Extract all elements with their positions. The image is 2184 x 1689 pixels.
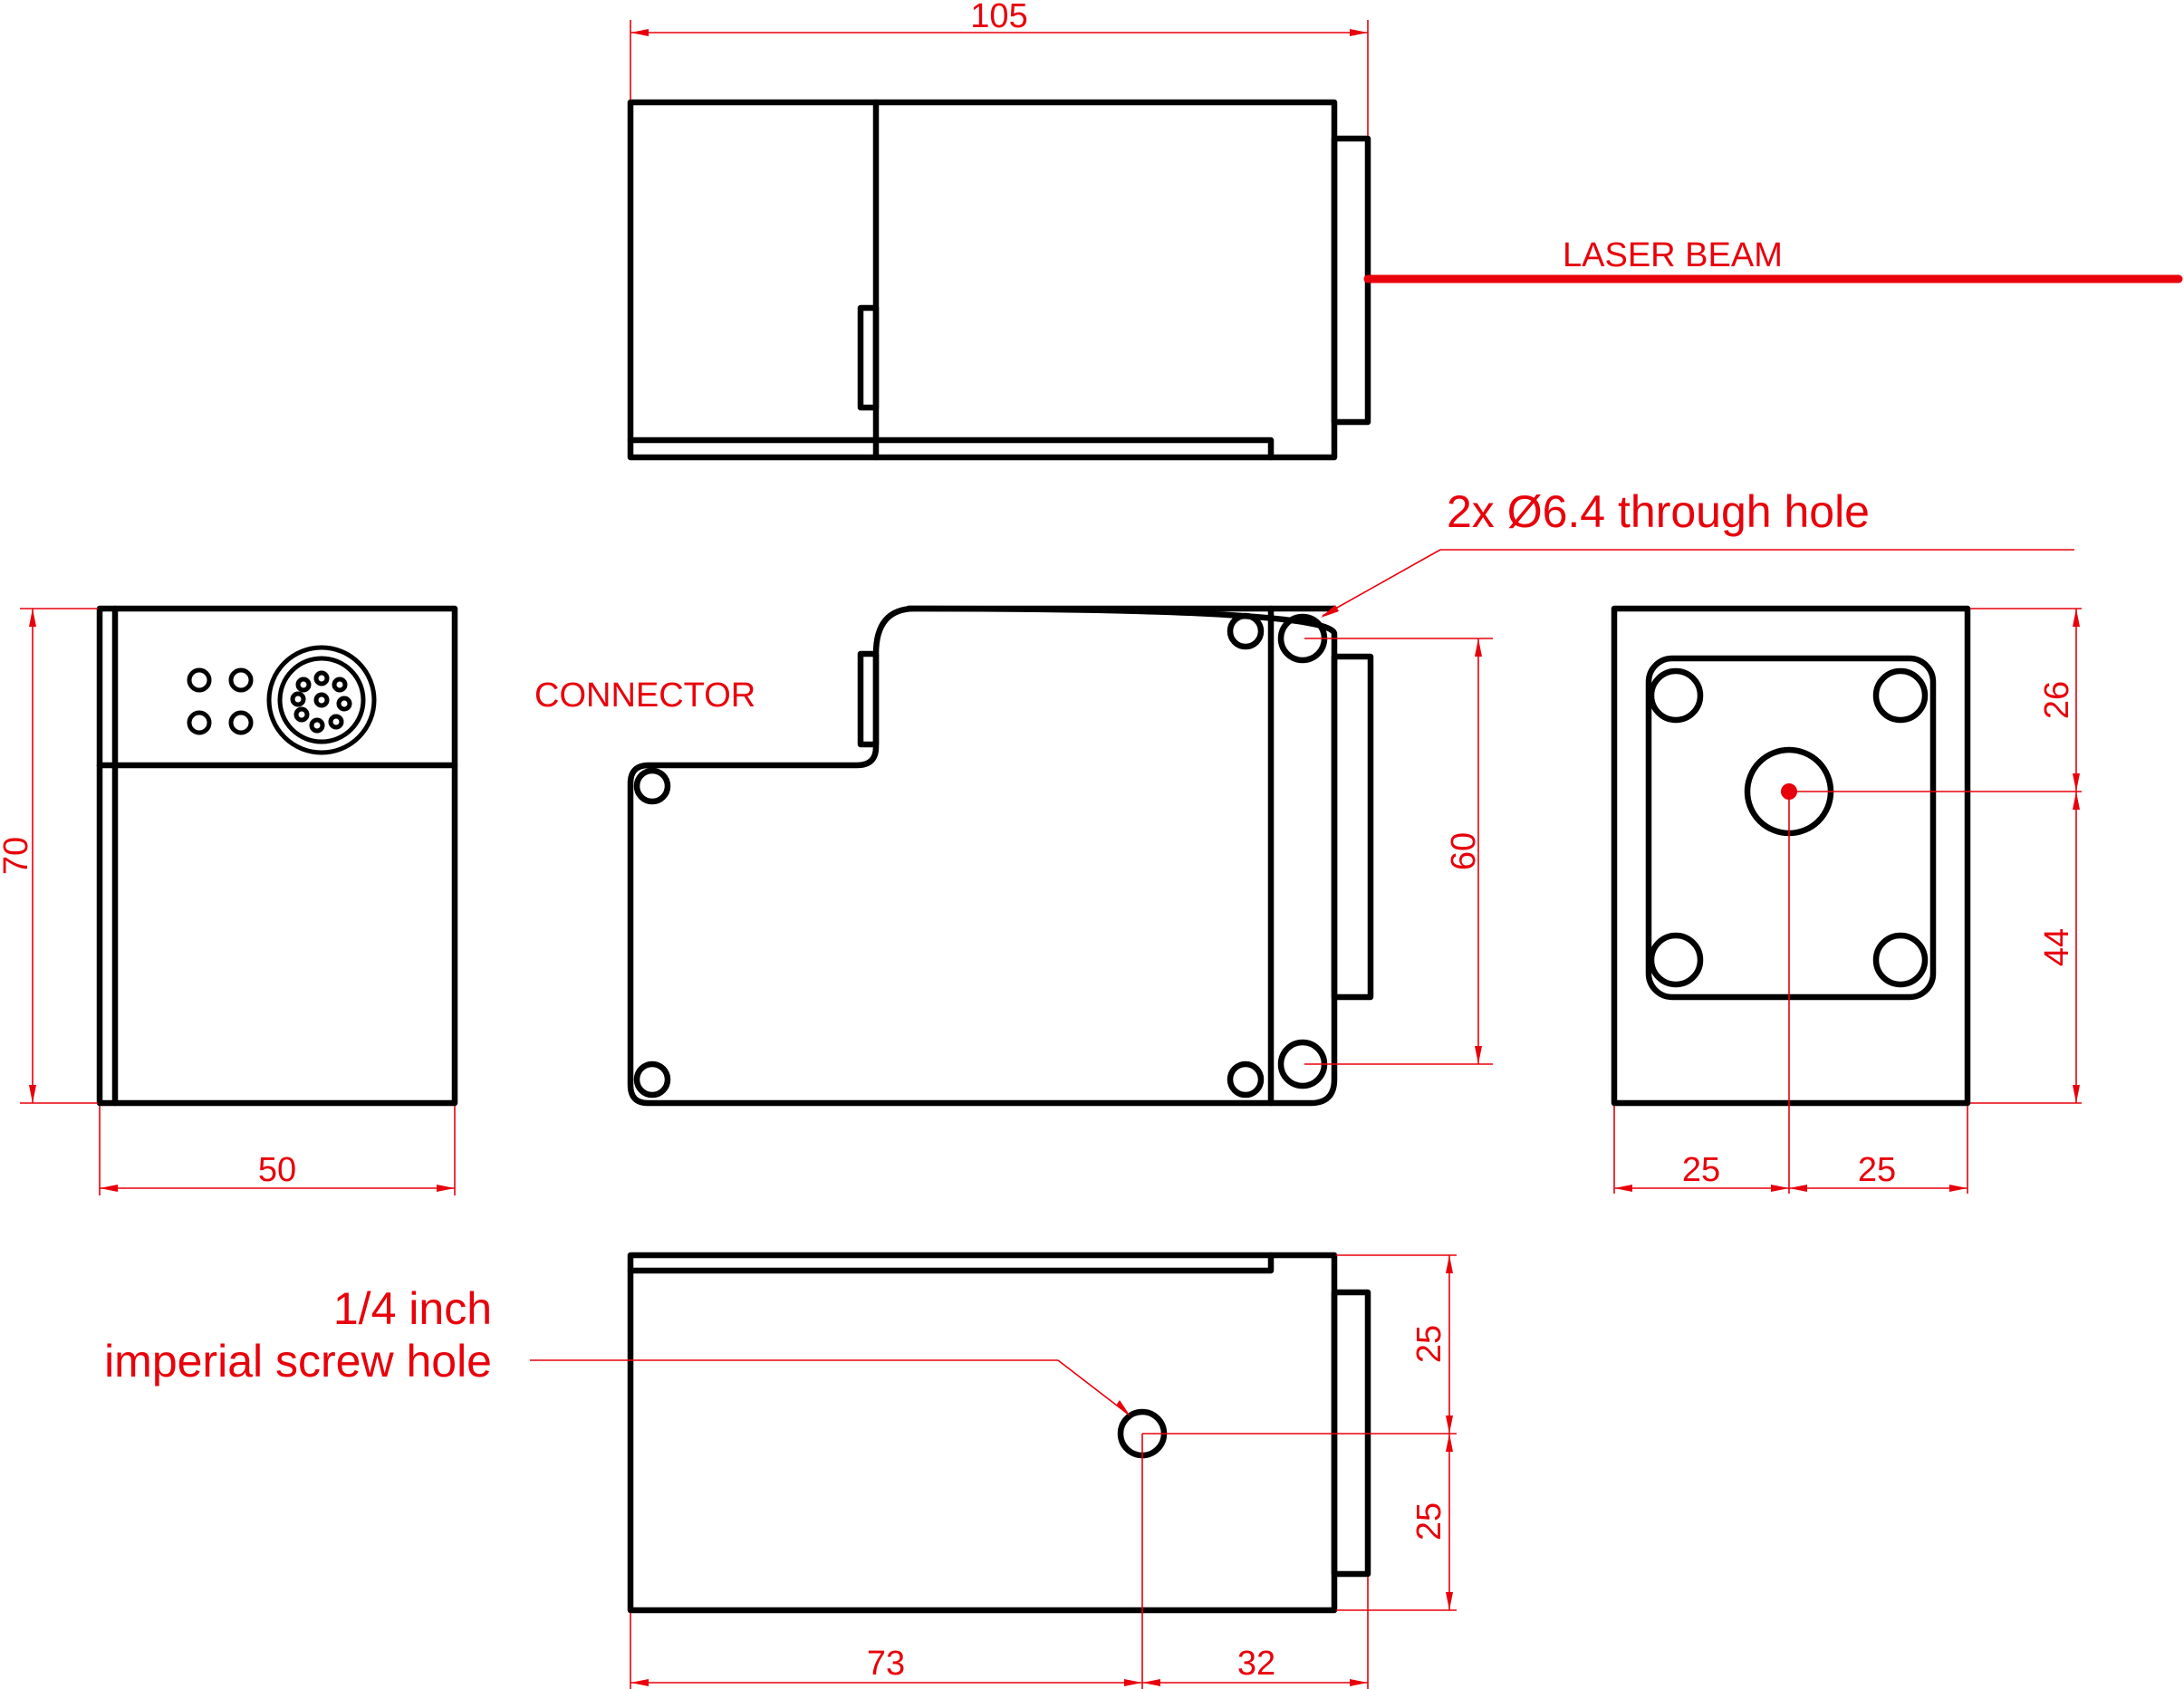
dim-beam-horizontal: 25 25 <box>1613 792 1968 1194</box>
svg-text:25: 25 <box>1410 1502 1448 1540</box>
screw-hole-label-line1: 1/4 inch <box>333 1283 492 1334</box>
bottom-view: 1/4 inch imperial screw hole 25 25 <box>104 1252 1457 1689</box>
top-view: LASER BEAM 105 <box>627 0 2183 461</box>
connector-label: CONNECTOR <box>534 677 755 715</box>
svg-text:25: 25 <box>1858 1151 1896 1189</box>
through-hole-callout: 2x Ø6.4 through hole <box>1321 486 2074 618</box>
dim-screw-horizontal: 73 32 <box>630 1434 1369 1689</box>
dim-beam-vertical: 26 44 <box>1789 608 2082 1104</box>
through-hole-label: 2x Ø6.4 through hole <box>1447 486 1870 537</box>
svg-text:25: 25 <box>1682 1151 1720 1189</box>
svg-text:26: 26 <box>2038 681 2076 719</box>
indicator-holes <box>187 667 254 735</box>
svg-text:70: 70 <box>0 837 35 875</box>
dim-hole-spacing: 60 <box>1304 638 1493 1065</box>
connector-plug-icon <box>266 645 377 755</box>
dim-length: 105 <box>630 0 1369 136</box>
mounting-holes <box>633 612 1328 1099</box>
screw-hole-label-line2: imperial screw hole <box>104 1336 492 1387</box>
svg-text:32: 32 <box>1237 1645 1275 1683</box>
screw-hole-callout: 1/4 inch imperial screw hole <box>104 1283 1130 1416</box>
beam-exit-view: 26 44 25 25 <box>1611 605 2082 1194</box>
dim-width: 50 <box>99 1106 456 1195</box>
svg-text:25: 25 <box>1410 1325 1448 1363</box>
svg-text:50: 50 <box>258 1151 296 1189</box>
svg-text:105: 105 <box>970 0 1027 35</box>
laser-beam-label: LASER BEAM <box>1563 236 1783 274</box>
side-view: CONNECTOR 2x Ø6.4 through hole 60 <box>534 486 2074 1107</box>
svg-text:60: 60 <box>1445 832 1483 870</box>
dim-height: 70 <box>0 608 98 1104</box>
svg-text:73: 73 <box>867 1645 905 1683</box>
connector-end-view: 70 50 <box>0 605 458 1195</box>
svg-text:44: 44 <box>2038 928 2076 966</box>
corner-holes <box>1648 667 1929 988</box>
dim-screw-vertical: 25 25 <box>1142 1254 1457 1611</box>
